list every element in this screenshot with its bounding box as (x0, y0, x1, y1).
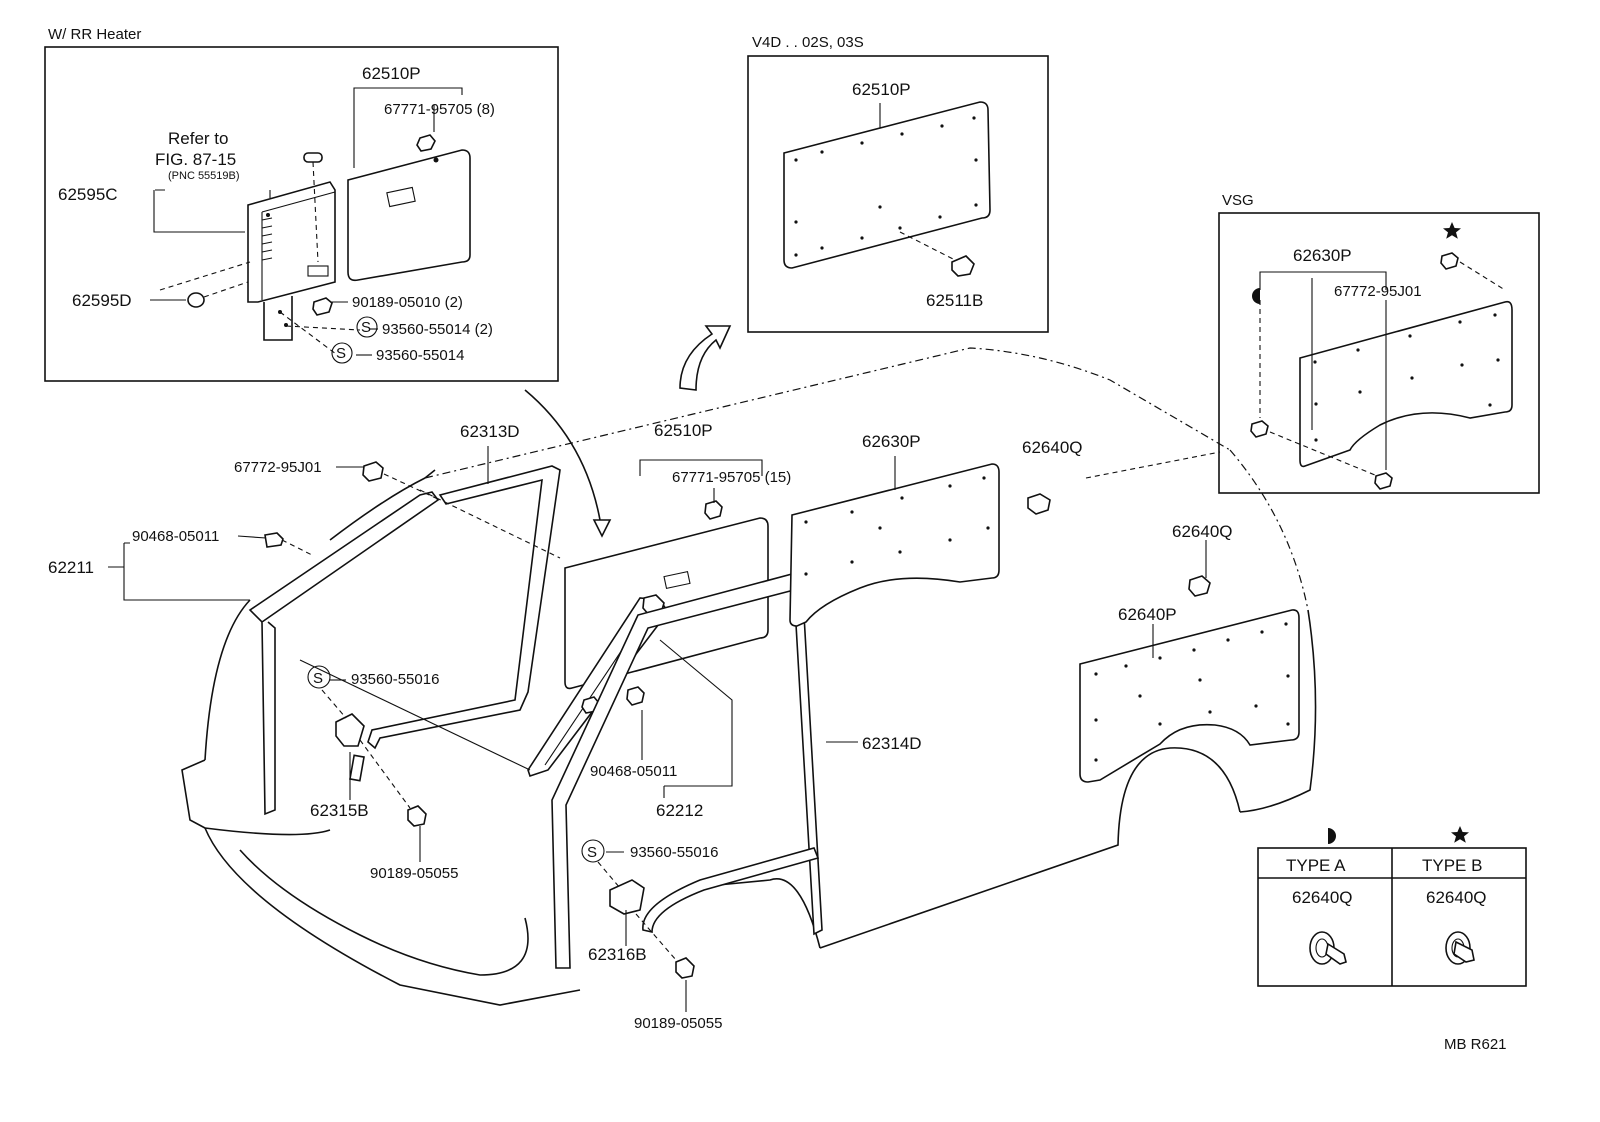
clip-62640Q-icon (1374, 472, 1393, 490)
label-93560-55014: 93560-55014 (376, 347, 464, 364)
screw-mark-icon (356, 316, 378, 338)
clip-90468-b-icon (626, 686, 645, 706)
type-b-clip-icon (1445, 931, 1475, 965)
clip-62640Q-a-icon (1027, 493, 1051, 515)
label-67771-95705-8: 67771-95705 (8) (384, 101, 495, 118)
type-b-star-icon (1443, 222, 1461, 239)
vsg-panel-holes (1313, 313, 1500, 442)
nut-90189-b-icon (675, 957, 695, 979)
clip-type-b-icon (1440, 252, 1459, 270)
inset-v4d-title: V4D . . 02S, 03S (752, 34, 864, 51)
refer-part-icon (303, 152, 323, 163)
inset-trim-panel (347, 149, 471, 282)
label-62595D: 62595D (72, 291, 132, 310)
rear-heater-unit (247, 181, 336, 303)
label-vsg-67772-95J01: 67772-95J01 (1334, 283, 1422, 300)
clip-67771-icon (416, 134, 436, 152)
v4d-trim-panel (783, 101, 991, 269)
side-panel-holes (804, 476, 990, 576)
v4d-panel-holes (794, 116, 978, 257)
label-62595C: 62595C (58, 185, 118, 204)
clip-67772-icon (362, 461, 384, 482)
label-62211: 62211 (48, 558, 94, 577)
label-62640P: 62640P (1118, 605, 1177, 624)
screw-62595D-icon (187, 292, 205, 308)
refer-fig-label: FIG. 87-15 (155, 150, 236, 169)
type-a-header-mark-icon (1328, 828, 1336, 844)
back-door-trim-62313D (248, 465, 561, 816)
arrow-head-icon (592, 519, 612, 538)
label-90189-05010: 90189-05010 (2) (352, 294, 463, 311)
label-center-62510P: 62510P (654, 421, 713, 440)
label-62314D: 62314D (862, 734, 922, 753)
inset-vsg-title: VSG (1222, 192, 1254, 209)
screw-mark: S (313, 670, 323, 687)
label-62316B: 62316B (588, 945, 647, 964)
type-b-part: 62640Q (1426, 888, 1487, 907)
clip-90468-a-icon (264, 532, 284, 548)
type-b-header-star-icon (1451, 826, 1469, 843)
label-side-62630P: 62630P (862, 432, 921, 451)
label-62510P: 62510P (362, 64, 421, 83)
label-67772-95J01: 67772-95J01 (234, 459, 322, 476)
heater-vent-grille (261, 217, 273, 261)
curved-arrow-icon (679, 325, 732, 391)
label-90189-05055-a: 90189-05055 (370, 865, 458, 882)
heater-bracket (263, 296, 293, 341)
screw-mark: S (587, 844, 597, 861)
type-a-label: TYPE A (1286, 856, 1346, 875)
type-a-part: 62640Q (1292, 888, 1353, 907)
type-table: TYPE A TYPE B 62640Q 62640Q (1257, 826, 1527, 987)
bracket-62316B-icon (609, 879, 645, 915)
nut-90189-icon (312, 297, 333, 316)
type-b-label: TYPE B (1422, 856, 1482, 875)
label-90468-05011-a: 90468-05011 (132, 528, 219, 545)
screw-mark-icon (331, 342, 353, 364)
label-90189-05055-b: 90189-05055 (634, 1015, 722, 1032)
clip-type-a-icon (1250, 420, 1269, 438)
refer-pnc-label: (PNC 55519B) (168, 170, 240, 182)
rear-panel-holes (1094, 622, 1290, 762)
label-62313D: 62313D (460, 422, 520, 441)
refer-to-label: Refer to (168, 129, 228, 148)
footer-code: MB R621 (1444, 1036, 1507, 1053)
vsg-trim-panel (1299, 300, 1513, 468)
screw-mark-icon (307, 665, 331, 689)
label-v4d-62510P: 62510P (852, 80, 911, 99)
inset-rr-heater: W/ RR Heater (44, 26, 559, 382)
label-90468-05011-b: 90468-05011 (590, 763, 677, 780)
label-62315B: 62315B (310, 801, 369, 820)
screw-mark-icon (581, 839, 605, 863)
screw-mark: S (361, 319, 371, 336)
bracket-62315B-icon (335, 713, 365, 747)
type-a-clip-icon (1309, 931, 1347, 965)
clip-67771-15-icon (704, 500, 723, 520)
main-leaders (108, 446, 1221, 1012)
rear-trim-panel-62640P (1079, 609, 1300, 783)
screw-mark: S (336, 345, 346, 362)
label-93560-55016-a: 93560-55016 (351, 671, 439, 688)
label-62212: 62212 (656, 801, 703, 820)
label-62640Q-a: 62640Q (1022, 438, 1083, 457)
inset-rr-heater-title: W/ RR Heater (48, 26, 141, 43)
door-opening-trim-62314D (551, 573, 823, 969)
label-62511B: 62511B (926, 291, 983, 310)
inset-vsg: VSG 62630P 67772-95J01 (1218, 192, 1540, 494)
label-93560-55016-b: 93560-55016 (630, 844, 718, 861)
clip-62640Q-b-icon (1188, 575, 1211, 597)
side-trim-panel-62630P (789, 463, 1000, 627)
clip-62511B-icon (951, 255, 975, 277)
label-93560-55014-2: 93560-55014 (2) (382, 321, 493, 338)
label-67771-95705-15: 67771-95705 (15) (672, 469, 791, 486)
label-62640Q-b: 62640Q (1172, 522, 1233, 541)
label-vsg-62630P: 62630P (1293, 246, 1352, 265)
inset-v4d: V4D . . 02S, 03S 62510P 62511B (747, 34, 1049, 333)
type-a-mark-icon (1252, 288, 1260, 304)
nut-90189-a-icon (407, 805, 427, 827)
vehicle-body-outline (181, 347, 1317, 1006)
